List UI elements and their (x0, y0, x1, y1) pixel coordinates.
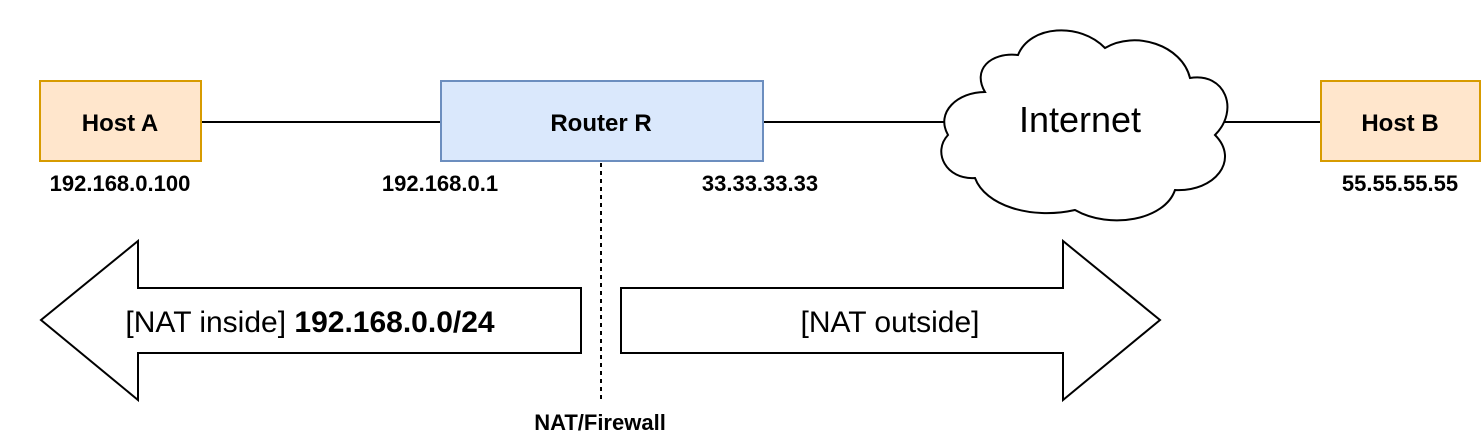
host-a-node: Host A (39, 80, 202, 162)
nat-inside-network: 192.168.0.0/24 (294, 306, 495, 339)
host-a-label: Host A (82, 110, 158, 137)
nat-inside-arrow-shape (39, 238, 582, 403)
host-a-ip: 192.168.0.100 (50, 171, 191, 196)
router-inside-ip: 192.168.0.1 (382, 171, 498, 196)
nat-outside-label: [NAT outside] (801, 306, 980, 339)
host-b-label: Host B (1361, 110, 1438, 137)
nat-outside-arrow-shape (620, 238, 1162, 403)
router-node: Router R (440, 80, 764, 162)
nat-firewall-label: NAT/Firewall (534, 410, 666, 435)
router-label: Router R (550, 110, 651, 137)
nat-inside-label: [NAT inside] 192.168.0.0/24 (125, 306, 494, 339)
router-outside-ip: 33.33.33.33 (702, 171, 818, 196)
internet-label: Internet (1019, 99, 1141, 140)
host-b-node: Host B (1320, 80, 1481, 162)
cloud-shape (940, 29, 1229, 222)
host-b-ip: 55.55.55.55 (1342, 171, 1458, 196)
nat-inside-arrow: [NAT inside] 192.168.0.0/24 (39, 238, 582, 403)
internet-cloud: Internet (940, 29, 1229, 222)
nat-outside-arrow: [NAT outside] (620, 238, 1162, 403)
nat-inside-prefix: [NAT inside] (125, 306, 294, 339)
